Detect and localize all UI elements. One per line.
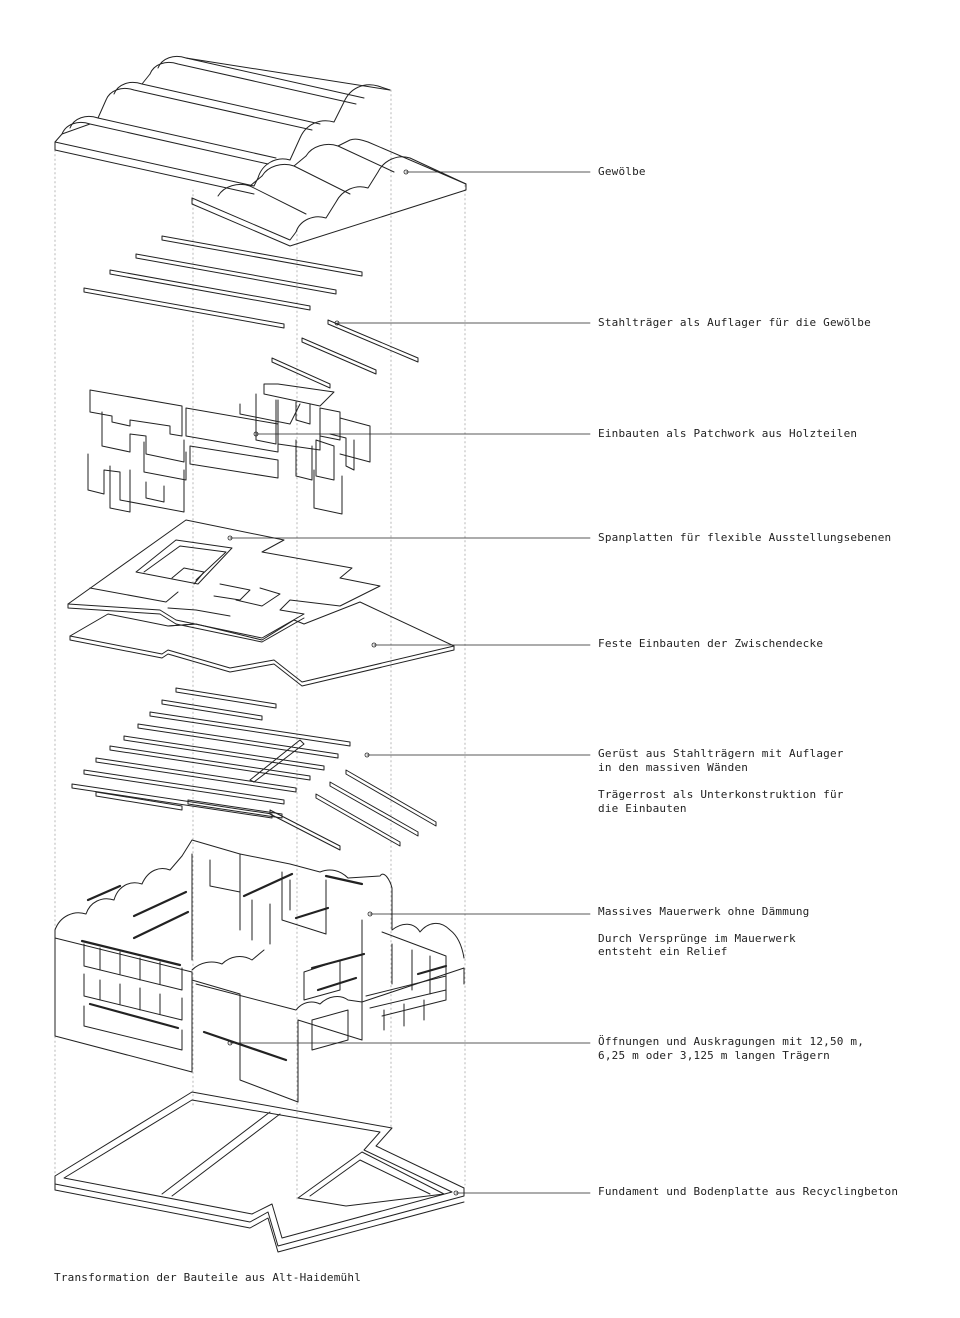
label-einbauten: Einbauten als Patchwork aus Holzteilen [598, 427, 858, 440]
leader-mauerwerk [367, 911, 591, 917]
label-traegerrost-line1: Trägerrost als Unterkonstruktion für [598, 788, 844, 801]
label-spanplatten: Spanplatten für flexible Ausstellungsebe… [598, 531, 892, 544]
foundation-layer [54, 1091, 465, 1253]
beam [95, 757, 297, 793]
beam [327, 319, 419, 363]
beam [83, 287, 285, 329]
leader-feste-einbauten [371, 642, 591, 648]
beam [329, 781, 419, 837]
mezzanine-built-ins-layer [69, 601, 455, 687]
beam [345, 769, 437, 827]
beam [109, 269, 311, 311]
leader-lines [227, 169, 591, 1196]
label-fundament: Fundament und Bodenplatte aus Recyclingb… [598, 1185, 899, 1198]
beam [161, 235, 363, 277]
leader-einbauten [253, 431, 591, 437]
leader-stahltraeger [334, 320, 591, 326]
label-gewoelbe: Gewölbe [598, 165, 646, 178]
label-geruest-line2: in den massiven Wänden [598, 761, 749, 774]
label-oeffnungen-line2: 6,25 m oder 3,125 m langen Trägern [598, 1049, 830, 1062]
beam [149, 711, 351, 747]
label-relief-line2: entsteht ein Relief [598, 945, 728, 958]
label-mauerwerk: Massives Mauerwerk ohne Dämmung [598, 905, 810, 918]
vault-group-right [191, 138, 467, 247]
figure-caption: Transformation der Bauteile aus Alt-Haid… [54, 1271, 362, 1284]
leader-spanplatten [227, 535, 591, 541]
leader-fundament [453, 1190, 591, 1196]
beam [269, 809, 341, 851]
leader-gewoelbe [403, 169, 591, 175]
beam [95, 791, 183, 811]
label-traegerrost-line2: die Einbauten [598, 802, 687, 815]
label-relief-line1: Durch Versprünge im Mauerwerk [598, 932, 796, 945]
timber-built-ins-layer [87, 383, 371, 515]
beam [83, 769, 285, 805]
beam [161, 699, 263, 721]
beam [249, 739, 305, 783]
beam [187, 799, 283, 819]
label-feste-einbauten: Feste Einbauten der Zwischendecke [598, 637, 824, 650]
leader-geruest [364, 752, 591, 758]
leader-oeffnungen [227, 1040, 591, 1046]
beam [135, 253, 337, 295]
vault-group-left [54, 55, 391, 195]
label-geruest-line1: Gerüst aus Stahlträgern mit Auflager [598, 747, 844, 760]
beam [123, 735, 325, 771]
label-oeffnungen-line1: Öffnungen und Auskragungen mit 12,50 m, [598, 1035, 865, 1048]
beam [271, 357, 331, 389]
beam [71, 783, 273, 819]
beam [301, 337, 377, 375]
label-stahltraeger: Stahlträger als Auflager für die Gewölbe [598, 316, 871, 329]
steel-beams-vault-layer [83, 235, 419, 389]
masonry-layer [54, 839, 465, 1103]
beam [175, 687, 277, 709]
steel-frame-layer [71, 687, 437, 851]
vaults-layer [54, 55, 467, 247]
beam [137, 723, 339, 759]
beam [109, 745, 311, 781]
beam [315, 793, 401, 847]
